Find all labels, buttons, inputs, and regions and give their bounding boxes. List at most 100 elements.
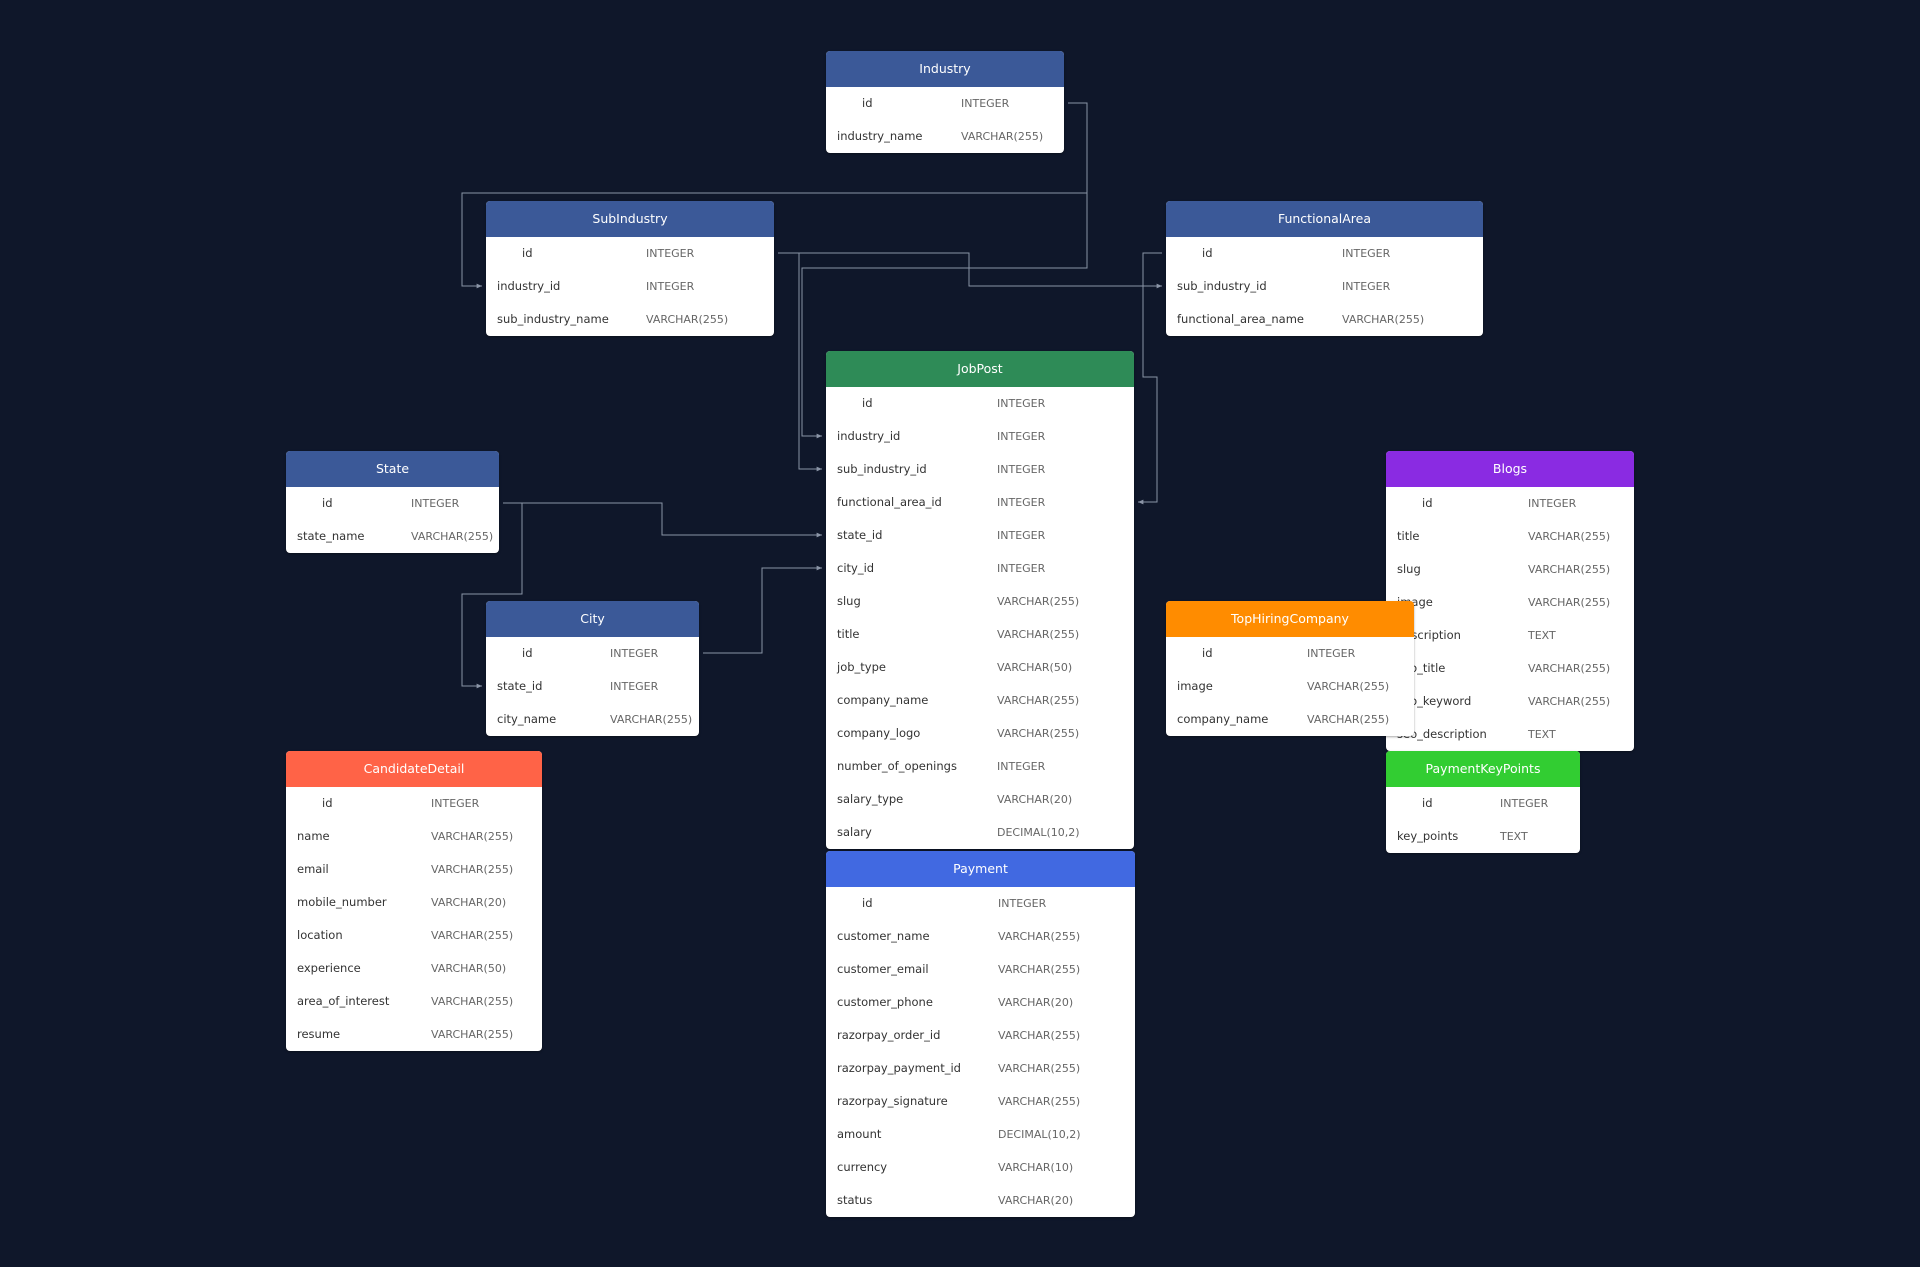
column-name: functional_area_name (1177, 312, 1304, 326)
table-header[interactable]: City (486, 601, 699, 637)
column-type: VARCHAR(255) (1528, 695, 1611, 708)
column-name: razorpay_payment_id (837, 1061, 961, 1075)
column-name: name (297, 829, 330, 843)
table-header[interactable]: PaymentKeyPoints (1386, 751, 1580, 787)
column-type: VARCHAR(255) (998, 1029, 1081, 1042)
column-type: VARCHAR(255) (1528, 530, 1611, 543)
column-name: sub_industry_id (837, 462, 927, 476)
relationship-edge (503, 502, 822, 538)
column-name: state_name (297, 529, 365, 543)
column-type: VARCHAR(255) (998, 930, 1081, 943)
table-header[interactable]: CandidateDetail (286, 751, 542, 787)
column-name: title (1397, 529, 1420, 543)
column-type: INTEGER (646, 280, 695, 293)
table-header[interactable]: SubIndustry (486, 201, 774, 237)
column-row: customer_email VARCHAR(255) (826, 953, 1135, 986)
column-name: mobile_number (297, 895, 387, 909)
primary-key-name: id (522, 246, 533, 260)
column-row: industry_name VARCHAR(255) (826, 120, 1064, 153)
column-type: VARCHAR(255) (1528, 662, 1611, 675)
column-name: title (837, 627, 860, 641)
column-name: experience (297, 961, 361, 975)
column-name: state_id (837, 528, 883, 542)
table-header[interactable]: TopHiringCompany (1166, 601, 1414, 637)
column-name: currency (837, 1160, 888, 1174)
column-type: VARCHAR(50) (997, 661, 1073, 674)
column-name: industry_name (837, 129, 923, 143)
column-type: VARCHAR(255) (998, 963, 1081, 976)
column-row: name VARCHAR(255) (286, 820, 542, 853)
column-type: INTEGER (1342, 247, 1391, 260)
column-type: VARCHAR(255) (961, 130, 1044, 143)
column-name: location (297, 928, 343, 942)
relationship-edge (1138, 252, 1162, 505)
primary-key-name: id (1202, 646, 1213, 660)
column-type: INTEGER (997, 463, 1046, 476)
column-name: salary_type (837, 792, 904, 806)
column-name: customer_email (837, 962, 929, 976)
primary-key-name: id (862, 396, 873, 410)
column-name: industry_id (497, 279, 561, 293)
column-name: slug (1397, 562, 1421, 576)
column-type: VARCHAR(255) (411, 530, 494, 543)
column-name: status (837, 1193, 873, 1207)
column-type: VARCHAR(255) (431, 995, 514, 1008)
column-type: INTEGER (997, 529, 1046, 542)
column-type: DECIMAL(10,2) (997, 826, 1080, 839)
table-header[interactable]: State (286, 451, 499, 487)
column-type: INTEGER (998, 897, 1047, 910)
column-type: INTEGER (997, 760, 1046, 773)
column-name: salary (837, 825, 872, 839)
column-type: INTEGER (1342, 280, 1391, 293)
column-row: industry_id INTEGER (486, 270, 774, 303)
table-header[interactable]: Blogs (1386, 451, 1634, 487)
column-type: VARCHAR(255) (997, 595, 1080, 608)
column-type: INTEGER (610, 680, 659, 693)
table-header[interactable]: Industry (826, 51, 1064, 87)
column-name: state_id (497, 679, 543, 693)
primary-key-name: id (322, 796, 333, 810)
column-type: VARCHAR(255) (646, 313, 729, 326)
column-type: TEXT (1528, 728, 1556, 741)
column-type: VARCHAR(255) (431, 830, 514, 843)
column-type: INTEGER (997, 562, 1046, 575)
column-type: VARCHAR(255) (431, 863, 514, 876)
table-header[interactable]: Payment (826, 851, 1135, 887)
column-row: salary DECIMAL(10,2) (826, 816, 1134, 849)
relationship-edge (778, 252, 1162, 289)
primary-key-name: id (1422, 496, 1433, 510)
table-header[interactable]: JobPost (826, 351, 1134, 387)
table-header[interactable]: FunctionalArea (1166, 201, 1483, 237)
column-type: INTEGER (1307, 647, 1356, 660)
